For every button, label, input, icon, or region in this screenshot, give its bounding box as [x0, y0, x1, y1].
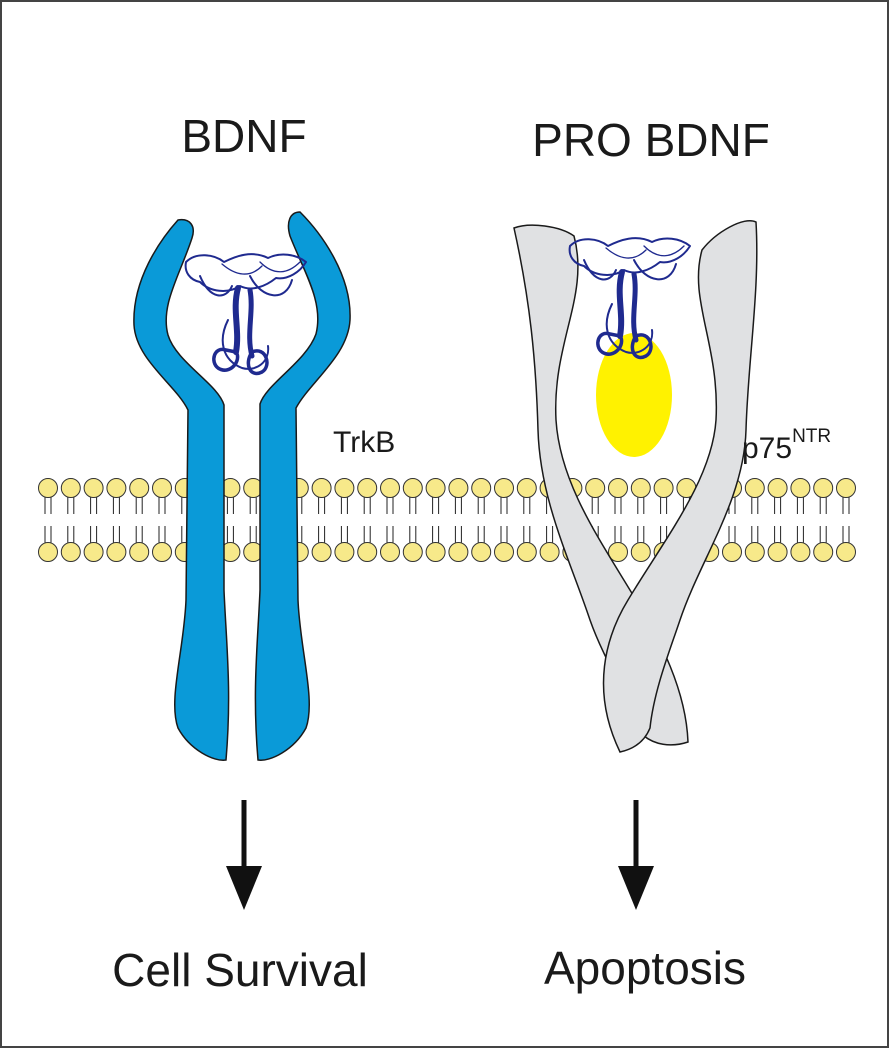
probdnf-protein-ribbon: [568, 237, 691, 360]
probdnf-label: PRO BDNF: [532, 114, 770, 166]
trkb-left-chain: [133, 218, 230, 761]
p75-label-main: p75: [742, 432, 792, 465]
lipid-head: [38, 478, 58, 498]
lipid-head: [516, 542, 537, 562]
lipid-head: [425, 478, 446, 498]
lipid-head: [106, 542, 127, 562]
lipid-head: [106, 478, 127, 498]
lipid-head: [608, 478, 628, 498]
trkb-receptor: [133, 211, 351, 761]
bdnf-label: BDNF: [181, 110, 306, 162]
lipid-head: [83, 542, 104, 562]
lipid-head: [152, 542, 172, 562]
lipid-head: [334, 478, 355, 498]
lipid-head: [380, 478, 400, 498]
lipid-head: [380, 542, 400, 562]
lipid-head: [38, 542, 58, 562]
lipid-head: [790, 542, 811, 562]
lipid-head: [425, 542, 446, 562]
lipid-head: [813, 542, 834, 562]
lipid-head: [334, 542, 355, 562]
lipid-head: [357, 542, 378, 562]
lipid-head: [494, 542, 514, 562]
lipid-head: [722, 542, 742, 562]
lipid-head: [836, 542, 856, 562]
lipid-head: [448, 542, 469, 562]
lipid-head: [744, 478, 765, 498]
arrow-down-icon: [226, 800, 262, 910]
lipid-head: [767, 478, 788, 498]
lipid-head: [744, 542, 765, 562]
p75-label: p75NTR: [742, 426, 831, 465]
lipid-head: [585, 478, 606, 498]
lipid-head: [60, 478, 81, 498]
lipid-head: [402, 542, 423, 562]
lipid-head: [767, 542, 788, 562]
p75ntr-receptor: [513, 220, 758, 753]
lipid-bilayer-membrane: [38, 478, 856, 562]
lipid-head: [83, 478, 104, 498]
cell-survival-label: Cell Survival: [112, 944, 368, 996]
lipid-head: [129, 542, 150, 562]
trkb-right-chain: [254, 211, 351, 761]
lipid-head: [494, 478, 514, 498]
lipid-head: [357, 478, 378, 498]
lipid-head: [60, 542, 81, 562]
arrow-down-icon: [618, 800, 654, 910]
lipid-head: [790, 478, 811, 498]
p75-right-chain: [602, 220, 758, 753]
bdnf-protein-ribbon: [184, 253, 307, 376]
lipid-head: [448, 478, 469, 498]
apoptosis-label: Apoptosis: [544, 942, 746, 994]
lipid-head: [129, 478, 150, 498]
lipid-head: [402, 478, 423, 498]
lipid-head: [539, 542, 560, 562]
lipid-head: [311, 478, 332, 498]
prodomain-ellipse: [596, 333, 672, 457]
lipid-head: [152, 478, 172, 498]
lipid-head: [836, 478, 856, 498]
lipid-head: [516, 478, 537, 498]
lipid-head: [813, 478, 834, 498]
lipid-head: [630, 478, 651, 498]
lipid-head: [608, 542, 628, 562]
lipid-head: [311, 542, 332, 562]
lipid-head: [471, 542, 492, 562]
lipid-heads: [38, 478, 856, 562]
lipid-head: [630, 542, 651, 562]
p75-label-superscript: NTR: [792, 426, 831, 447]
trkb-label: TrkB: [333, 426, 395, 459]
lipid-head: [471, 478, 492, 498]
lipid-head: [653, 478, 674, 498]
